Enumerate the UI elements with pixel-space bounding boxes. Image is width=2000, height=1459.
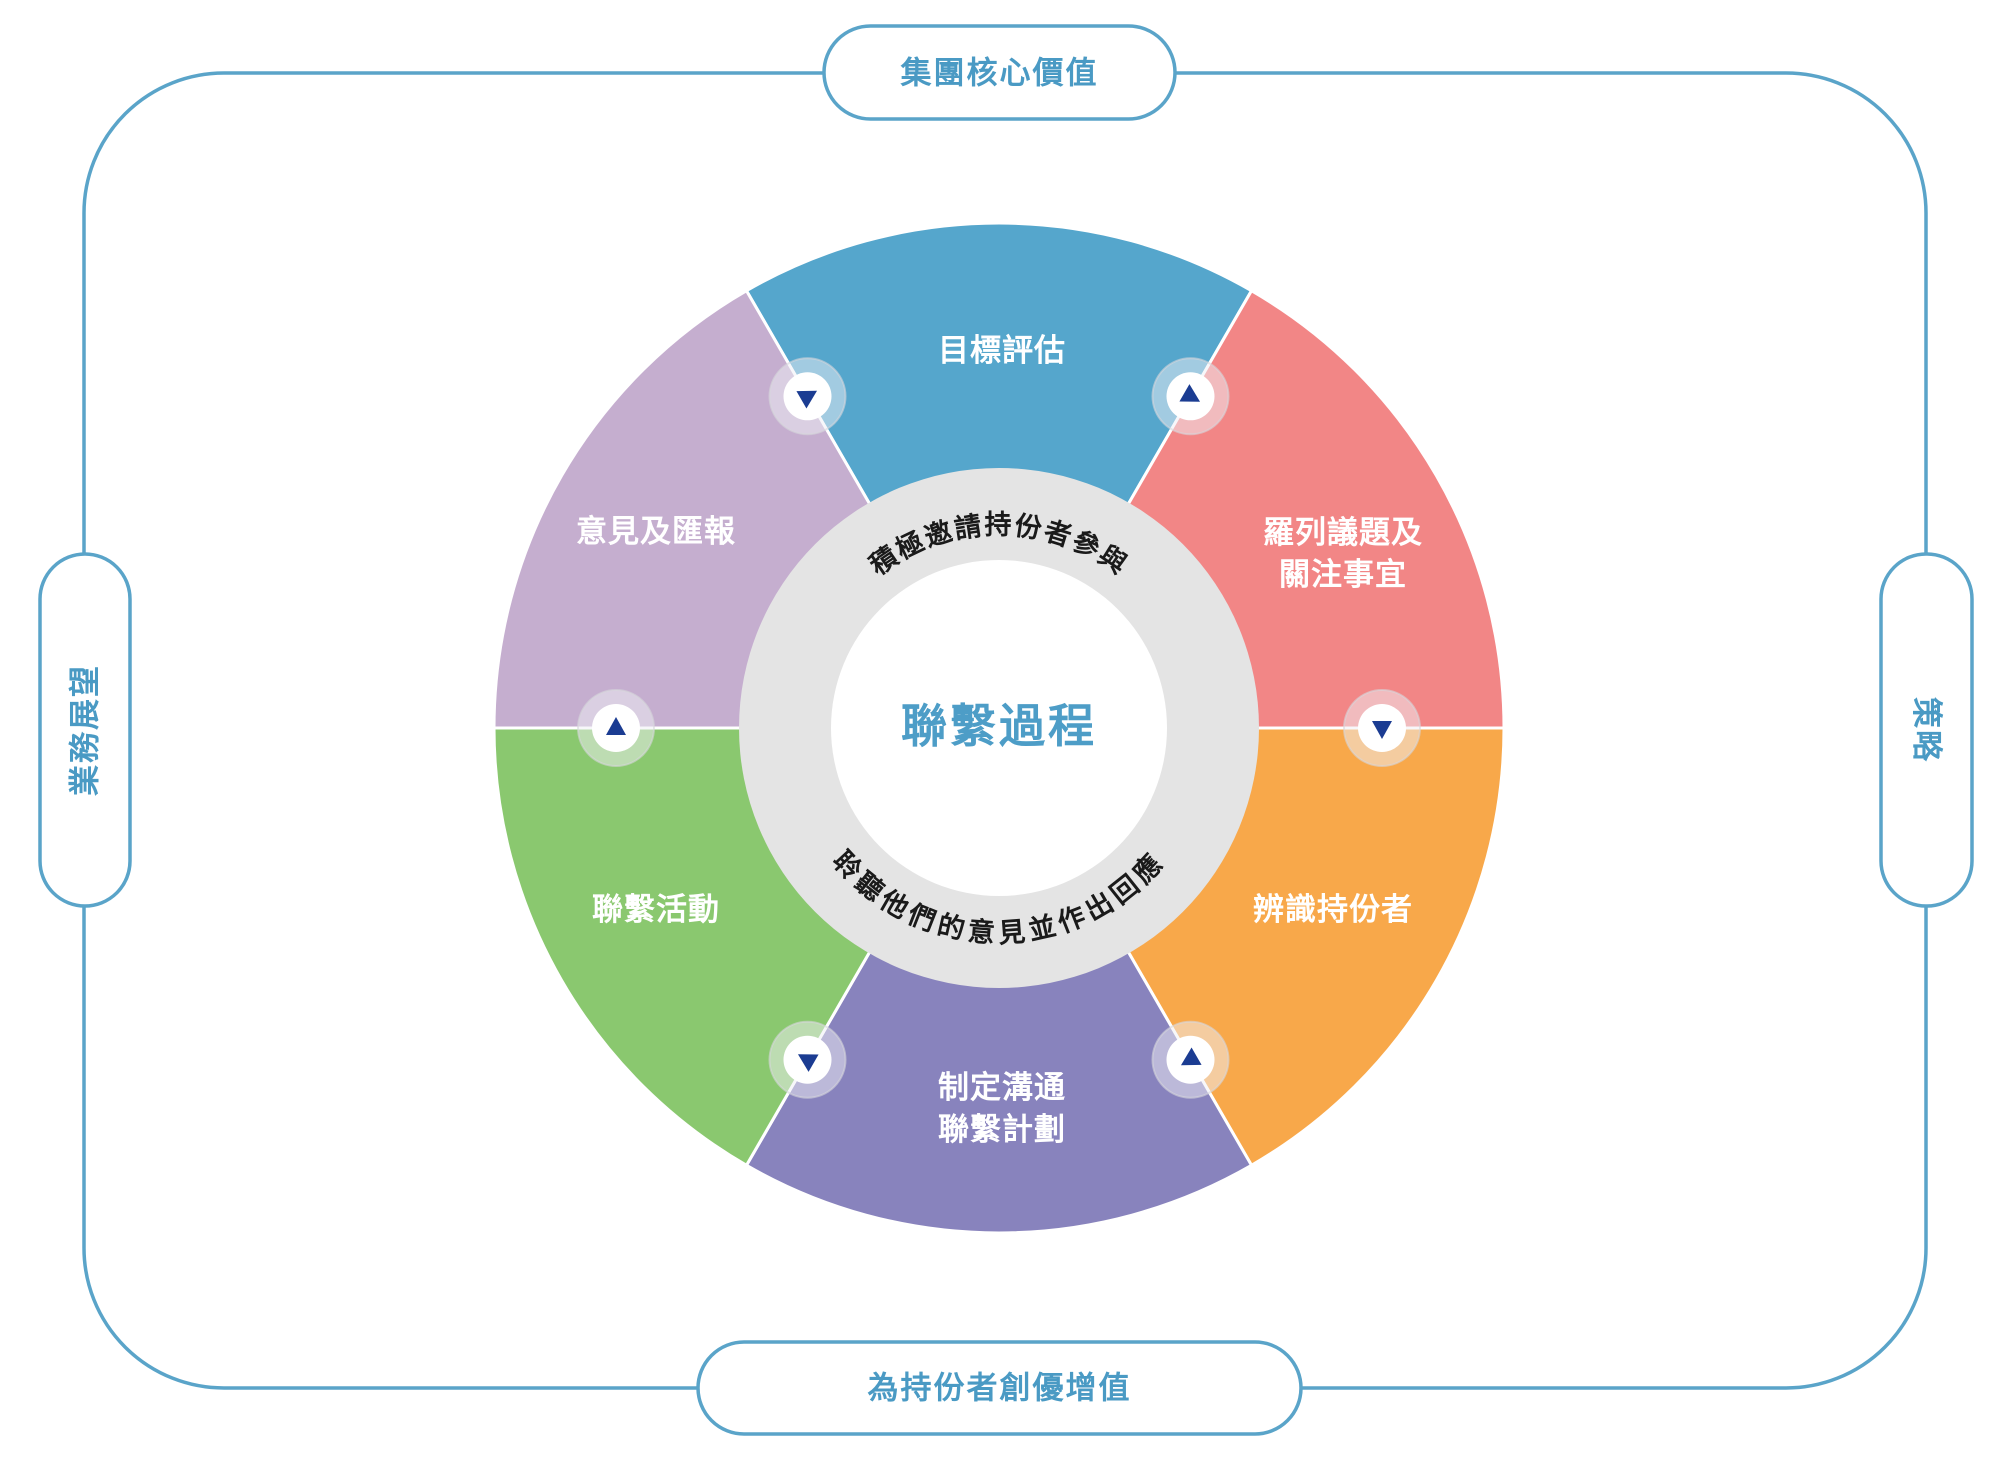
cycle-arrow-2 bbox=[1343, 689, 1421, 767]
stage-label-line: 聯繫活動 bbox=[592, 892, 720, 927]
cycle-arrow-1 bbox=[1151, 357, 1230, 436]
frame-pill-bottom: 為持份者創優增值 bbox=[696, 1340, 1303, 1436]
stage-label-line: 關注事宜 bbox=[1279, 557, 1407, 592]
stage-label-line: 目標評估 bbox=[938, 333, 1066, 368]
stage-label-line: 意見及匯報 bbox=[576, 514, 736, 549]
cycle-arrow-5 bbox=[577, 689, 655, 767]
stage-label-4: 制定溝通聯繫計劃 bbox=[938, 1070, 1066, 1147]
triangle-arrow-icon bbox=[1179, 384, 1201, 402]
stage-label-6: 意見及匯報 bbox=[576, 514, 736, 549]
frame-pill-right: 策略 bbox=[1879, 552, 1974, 908]
stage-label-line: 制定溝通 bbox=[938, 1070, 1066, 1105]
pill-label-bottom: 為持份者創優增值 bbox=[868, 1371, 1132, 1406]
pill-shape bbox=[1879, 552, 1974, 908]
center-disc bbox=[831, 560, 1167, 896]
stage-label-1: 目標評估 bbox=[938, 333, 1066, 368]
pill-label-right: 策略 bbox=[1909, 697, 1944, 763]
cycle-arrows bbox=[577, 357, 1421, 1099]
pill-shape bbox=[38, 552, 132, 908]
center-title: 聯繫過程 bbox=[901, 700, 1097, 752]
triangle-arrow-icon bbox=[1372, 721, 1392, 739]
stage-label-line: 羅列議題及 bbox=[1263, 515, 1423, 550]
stage-label-3: 辨識持份者 bbox=[1253, 892, 1413, 927]
stage-label-5: 聯繫活動 bbox=[592, 892, 720, 927]
stage-label-line: 聯繫計劃 bbox=[938, 1112, 1066, 1147]
triangle-arrow-icon bbox=[1180, 1047, 1202, 1066]
pill-label-top: 集團核心價值 bbox=[900, 56, 1099, 91]
cycle-arrow-4 bbox=[768, 1020, 847, 1099]
cycle-arrow-3 bbox=[1151, 1020, 1230, 1099]
pill-shape bbox=[696, 1340, 1303, 1436]
stage-label-2: 羅列議題及關注事宜 bbox=[1263, 515, 1423, 592]
triangle-arrow-icon bbox=[606, 717, 626, 735]
triangle-arrow-icon bbox=[796, 390, 818, 409]
frame-pill-left: 業務展望 bbox=[38, 552, 132, 908]
stage-label-line: 辨識持份者 bbox=[1253, 892, 1413, 927]
triangle-arrow-icon bbox=[797, 1054, 819, 1072]
pill-shape bbox=[822, 24, 1177, 121]
cycle-arrow-6 bbox=[768, 357, 847, 436]
frame-pill-top: 集團核心價值 bbox=[822, 24, 1177, 121]
pill-label-left: 業務展望 bbox=[68, 664, 103, 796]
